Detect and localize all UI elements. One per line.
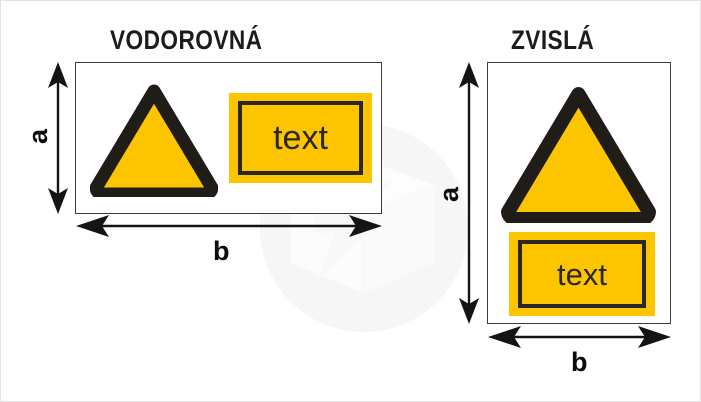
text-panel-vertical: text	[509, 232, 655, 316]
dimension-label-b-horizontal-panel: b	[213, 236, 230, 266]
dimension-label-b-vertical-panel: b	[571, 347, 588, 377]
panel-title-vertical: ZVISLÁ	[511, 25, 595, 55]
dimension-arrow-a-horizontal-panel	[48, 62, 68, 214]
dimension-arrow-a-vertical-panel	[459, 62, 479, 324]
text-panel-horizontal: text	[229, 93, 372, 183]
panel-title-horizontal: VODOROVNÁ	[110, 25, 263, 55]
text-panel-label: text	[557, 256, 607, 292]
dimension-arrow-b-horizontal-panel	[76, 215, 382, 237]
warning-triangle-icon	[501, 87, 656, 223]
text-panel-inner-border	[518, 240, 646, 308]
text-panel-label: text	[273, 119, 328, 157]
dimension-label-a-horizontal-panel: a	[23, 128, 54, 145]
text-panel-inner-border	[238, 101, 363, 175]
dimension-arrow-b-vertical-panel	[488, 326, 671, 348]
warning-triangle-icon	[90, 84, 218, 197]
dimension-label-a-vertical-panel: a	[434, 186, 465, 203]
